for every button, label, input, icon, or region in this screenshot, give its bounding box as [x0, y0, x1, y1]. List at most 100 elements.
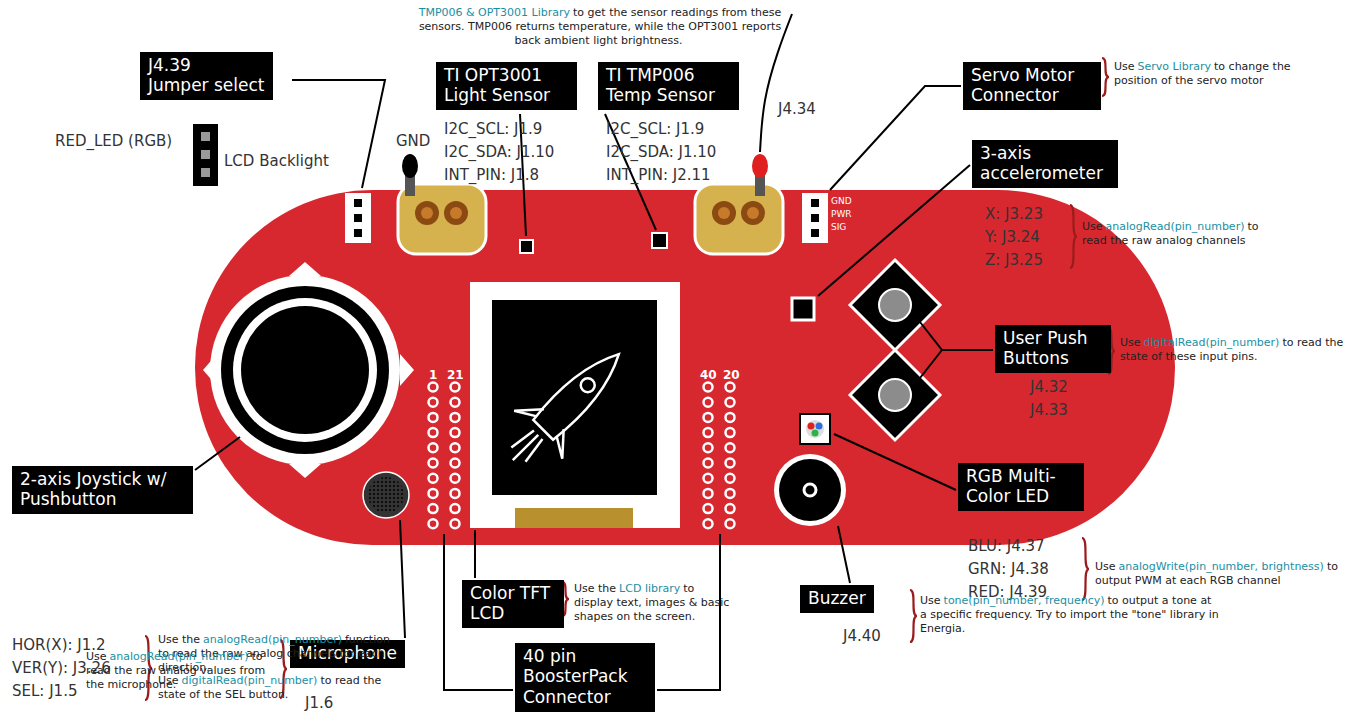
pin-label: I2C_SCL: J1.9 [444, 120, 542, 138]
note-text: Use [1120, 336, 1141, 349]
box-label: 2-axis Joystick w/ Pushbutton [20, 469, 185, 510]
leader-line [920, 350, 942, 378]
text-group: RED_LED (RGB) [55, 130, 172, 153]
lcd-frame [470, 282, 680, 528]
box-label: Jumper select [148, 75, 265, 95]
header-hole [726, 519, 735, 528]
text-group: UseServo Libraryto change the position o… [1114, 60, 1324, 88]
power-switch [695, 184, 783, 254]
button-cap [879, 379, 911, 411]
box-label: User Push Buttons [1003, 328, 1103, 369]
microphone-mesh [368, 477, 404, 513]
switch-knob [402, 154, 418, 178]
note-text: PWR [831, 209, 852, 219]
header-hole [704, 504, 713, 513]
text-group: UseanalogWrite(pin_number, brightness)to… [1095, 560, 1363, 588]
text-group: I2C_SCL: J1.9I2C_SDA: J1.10INT_PIN: J1.8 [444, 118, 554, 187]
box-label: RGB Multi-Color LED [966, 466, 1076, 507]
library-name: analogRead(pin_number) [1106, 220, 1245, 233]
box-label: Servo Motor Connector [971, 65, 1093, 106]
pin-number: 1 [429, 368, 437, 382]
joystick-arrow [289, 464, 321, 478]
header-hole [429, 459, 438, 468]
header-hole [704, 459, 713, 468]
header-hole [429, 443, 438, 452]
switch-terminal [747, 207, 759, 219]
lcd-screen [492, 300, 657, 495]
label-box: TI OPT3001 Light Sensor [436, 62, 577, 110]
header-hole [726, 383, 735, 392]
rocket-body [532, 343, 630, 441]
text-group: 40 [700, 368, 717, 382]
text-group: GNDPWRSIG [831, 195, 852, 234]
header-hole [451, 489, 460, 498]
header-hole [429, 413, 438, 422]
box-label: J4.39 [148, 55, 265, 75]
header-hole [451, 413, 460, 422]
text-group: BLU: J4.37GRN: J4.38RED: J4.39 [968, 535, 1049, 604]
rgb-led [800, 414, 830, 444]
brackets [145, 58, 1115, 700]
text-group: J4.34 [778, 98, 816, 121]
label-box: TI TMP006 Temp Sensor [598, 62, 739, 110]
header-hole [451, 504, 460, 513]
button-cap [879, 289, 911, 321]
pin-number: 40 [700, 368, 717, 382]
library-name: Servo Library [1138, 60, 1211, 73]
header-hole [429, 504, 438, 513]
switch-knob [752, 154, 768, 178]
jumper-pin [201, 150, 210, 159]
led-die [808, 423, 815, 430]
header-hole [429, 489, 438, 498]
text-group: 21 [447, 368, 464, 382]
header-pin [354, 214, 362, 222]
header-hole [704, 474, 713, 483]
leader-line [760, 14, 792, 152]
leader-line [838, 526, 850, 583]
led-lens [806, 420, 824, 438]
pin-label: BLU: J4.37 [968, 537, 1045, 555]
label-box: Servo Motor Connector [963, 62, 1101, 110]
joystick-base [210, 275, 400, 465]
pin-label: J4.33 [1030, 401, 1068, 419]
box-label: Color TFT LCD [470, 583, 556, 624]
library-name: digitalRead(pin_number) [1144, 336, 1280, 349]
text-group: GND [396, 130, 430, 153]
header-hole [704, 519, 713, 528]
microphone [363, 472, 409, 518]
note-text: Use [920, 594, 941, 607]
text-group: LCD Backlight [224, 150, 329, 173]
pin-number: 20 [723, 368, 740, 382]
curly-bracket [910, 590, 917, 642]
text-group: X: J3.23Y: J3.24Z: J3.25 [985, 203, 1043, 272]
header-hole [451, 428, 460, 437]
text-group: I2C_SCL: J1.9I2C_SDA: J1.10INT_PIN: J2.1… [606, 118, 716, 187]
pin-label: I2C_SDA: J1.10 [444, 143, 554, 161]
header-hole [451, 383, 460, 392]
library-name: analogWrite(pin_number, brightness) [1119, 560, 1324, 573]
header-hole [429, 428, 438, 437]
pin-label: RED_LED (RGB) [55, 132, 172, 150]
header-holes [429, 383, 735, 529]
pin-label: INT_PIN: J2.11 [606, 166, 711, 184]
joystick-arrow [289, 262, 321, 276]
board-outline [195, 190, 1175, 545]
joystick-arrow [203, 354, 217, 386]
pin-label: I2C_SDA: J1.10 [606, 143, 716, 161]
text-group: UseanalogRead(pin_number)to read the raw… [1082, 220, 1282, 248]
header-hole [704, 413, 713, 422]
leader-line [834, 434, 956, 490]
pin-label: J1.6 [305, 694, 333, 712]
curly-bracket [1102, 58, 1109, 96]
jumper-pin [201, 168, 210, 177]
header-hole [726, 459, 735, 468]
text-group: UsedigitalRead(pin_number)to read the st… [1120, 336, 1360, 364]
boosterpack-board [195, 184, 1175, 545]
text-group: J4.40 [843, 625, 881, 648]
box-label: TI OPT3001 Light Sensor [444, 65, 569, 106]
text-group: 20 [723, 368, 740, 382]
light-sensor-chip [520, 240, 533, 253]
header-hole [726, 398, 735, 407]
text-group: J4.32J4.33 [1030, 376, 1068, 422]
header-hole [726, 428, 735, 437]
